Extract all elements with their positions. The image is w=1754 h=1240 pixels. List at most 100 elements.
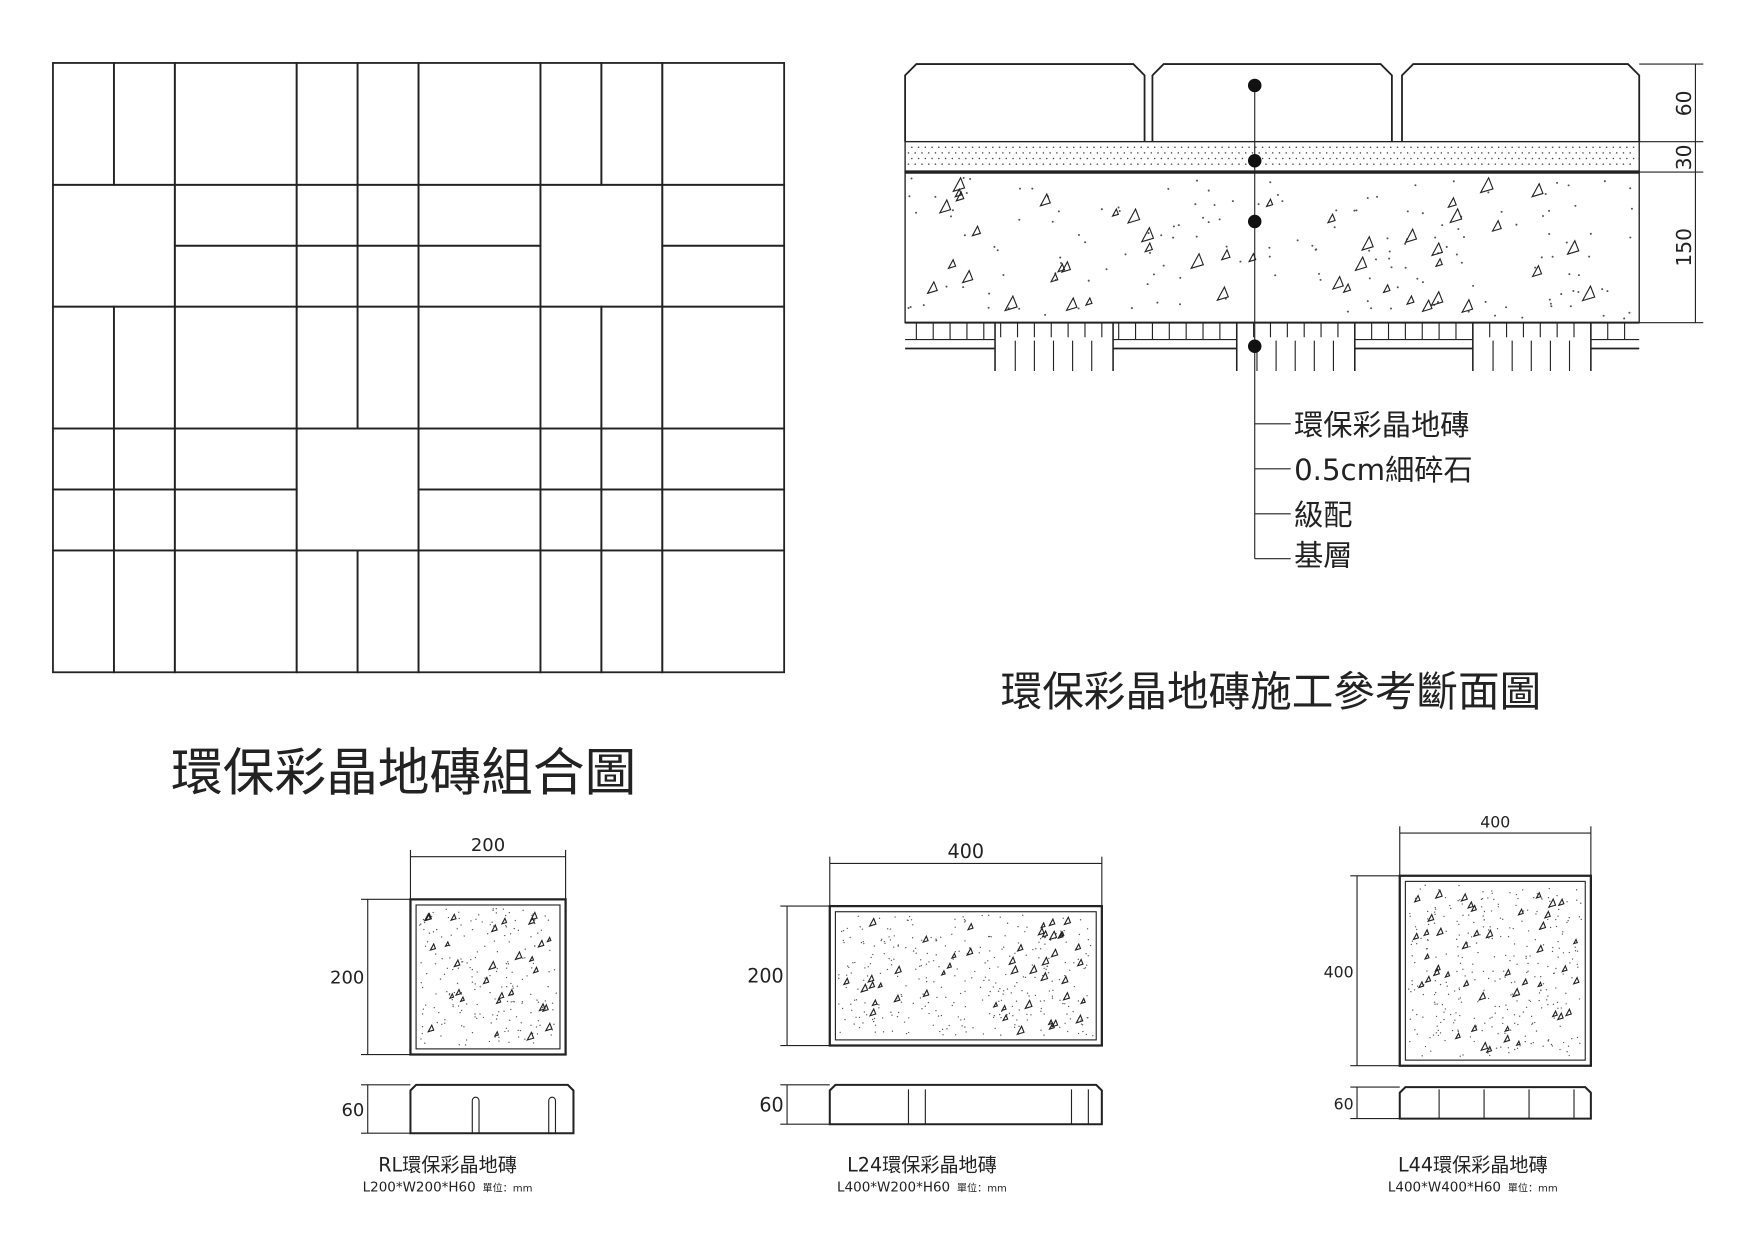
speckle [858,1016,861,1019]
speckle [1077,1032,1080,1035]
leader-dot-paver [1247,78,1262,93]
speckle [930,936,932,939]
speckle [884,942,886,945]
speckle [420,923,422,925]
speckle [1079,919,1082,921]
speckle [905,947,907,949]
width-dimension-label: 400 [1480,812,1510,831]
speckle [1458,987,1460,989]
speckle [1524,1040,1526,1043]
speckle [1547,995,1549,997]
speckle [450,934,452,936]
speckle [1414,926,1417,928]
aggregate-mark [1478,991,1487,1001]
speckle [1411,983,1413,986]
speckle [896,975,899,978]
speckle [925,963,928,965]
speckle [988,914,990,917]
aggregate-mark [1547,897,1557,909]
speckle [496,951,499,953]
speckle [484,945,486,947]
speckle [1179,276,1182,279]
speckle [928,961,930,963]
speckle [1207,189,1210,192]
speckle [940,1014,943,1017]
section-dimension-chain [1639,63,1704,324]
paver-unit [600,488,664,552]
speckle [1456,970,1458,973]
paver-unit [356,305,420,430]
speckle [1005,973,1007,976]
speckle [1538,999,1540,1002]
speckle [1540,975,1542,978]
speckle [510,1008,512,1011]
speckle [900,994,902,996]
length-dimension-label: 200 [330,968,364,989]
aggregate-mark [1417,980,1425,989]
speckle [475,918,477,920]
speckle [1441,224,1444,227]
speckle [1089,944,1092,947]
aggregate-mark [1382,283,1391,294]
speckle [1077,958,1080,960]
paver-unit [173,62,298,186]
aggregate-mark [1521,977,1529,986]
speckle [1514,981,1516,983]
speckle [1257,203,1260,206]
speckle [880,939,882,942]
aggregate-mark [1413,894,1421,903]
speckle [1162,264,1165,267]
speckle [932,1024,934,1026]
speckle [934,195,937,198]
speckle [471,1031,474,1034]
speckle [1552,946,1554,949]
speckle [451,968,454,971]
speckle [873,1020,875,1023]
speckle [1521,920,1523,922]
paver-unit [661,549,786,674]
speckle [1390,266,1393,269]
aggregate-mark [1405,294,1415,306]
speckle [434,953,437,955]
aggregate-mark [961,269,974,284]
speckle [1549,926,1552,929]
speckle [993,1014,996,1017]
aggregate-mark [1076,958,1084,967]
speckle [933,981,935,983]
speckle [1557,940,1559,943]
speckle [510,982,512,985]
speckle [1018,187,1022,190]
speckle [1458,998,1460,1000]
speckle [1078,933,1081,936]
height-dimension-label: 60 [759,1093,783,1116]
speckle [1315,248,1318,251]
speckle [1576,950,1579,952]
aggregate-mark [1001,1013,1009,1022]
speckle [1004,935,1006,937]
paver-unit [356,549,420,674]
speckle [1060,261,1063,264]
speckle [1014,985,1016,987]
speckle [1602,314,1605,317]
paver-unit [112,305,176,430]
speckle [1067,1030,1069,1033]
speckle [1552,972,1555,975]
speckle [501,986,503,988]
speckle [838,1003,840,1005]
speckle [921,1008,923,1010]
aggregate-mark [1557,897,1565,907]
speckle [1039,938,1042,940]
aggregate-mark [966,922,974,931]
speckle [1039,1000,1042,1002]
tile-side-elevation [409,1083,575,1135]
speckle [1026,992,1029,994]
speckle [1457,900,1459,902]
speckle [1629,187,1632,190]
speckle [969,177,972,180]
speckle [1576,1036,1579,1039]
speckle [1172,225,1175,228]
speckle [1084,967,1087,969]
aggregate-mark [940,969,946,976]
aggregate-mark [1530,182,1544,198]
